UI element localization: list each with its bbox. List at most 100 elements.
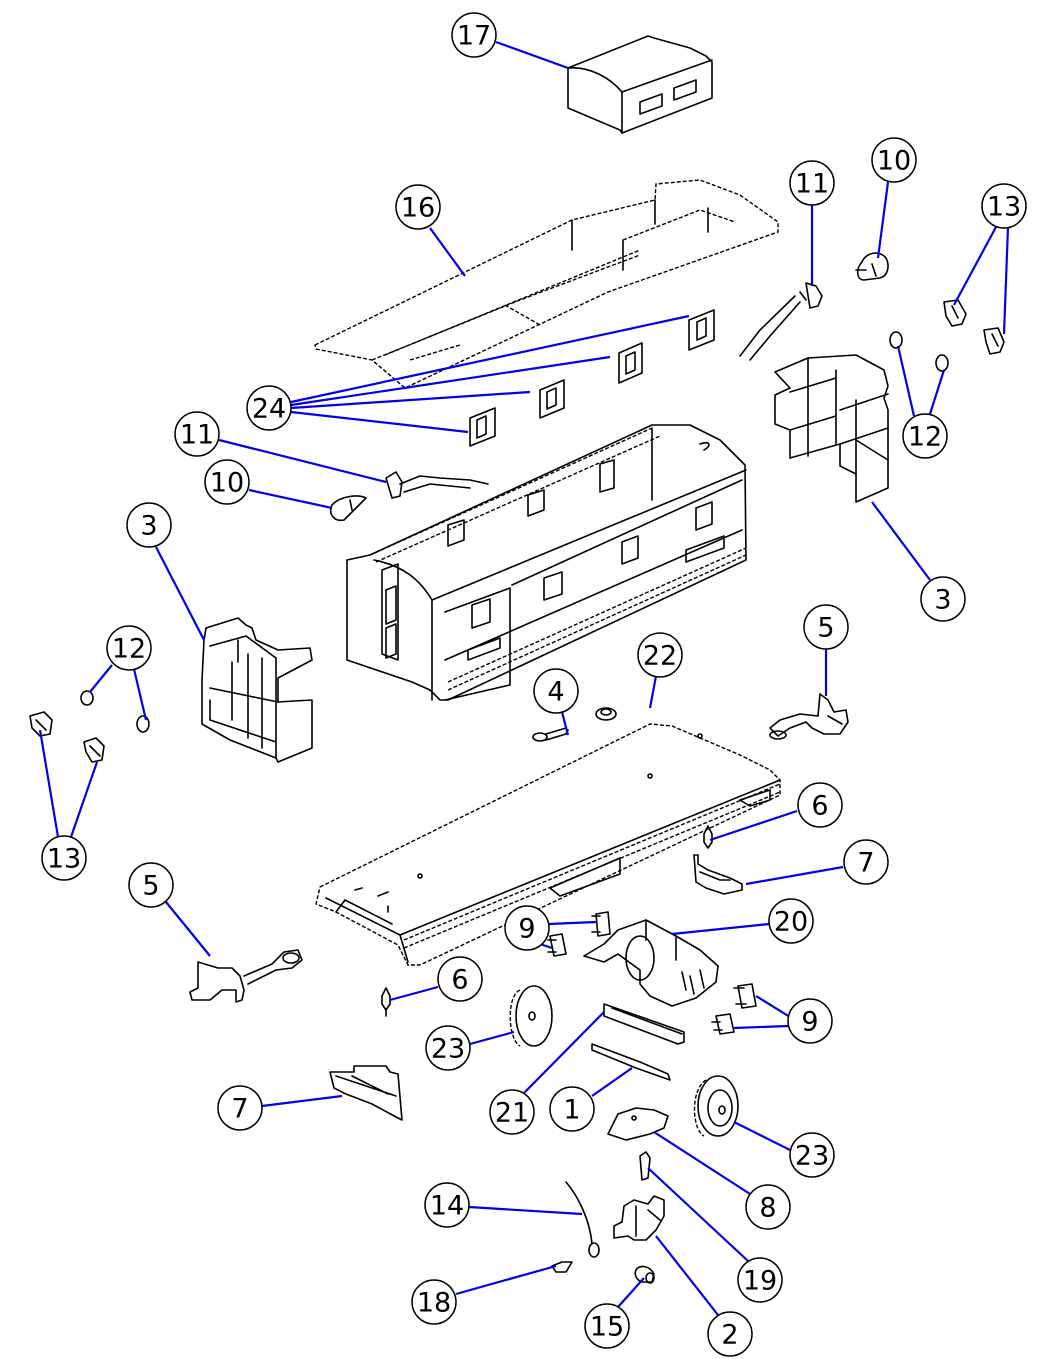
part-cab-roof-hatch <box>567 35 713 134</box>
part-lens-right <box>889 331 949 372</box>
callout-light-bracket-left[interactable]: 3 <box>126 502 172 548</box>
callout-number: 19 <box>743 1266 777 1297</box>
callout-number: 3 <box>140 511 157 542</box>
callout-roof-shell[interactable]: 16 <box>395 184 441 230</box>
callout-number: 10 <box>877 146 911 177</box>
callout-marker-lens-right[interactable]: 13 <box>981 183 1027 229</box>
callout-circle <box>533 668 579 714</box>
leader-lines <box>38 40 1010 1316</box>
callout-headlight-wire-left[interactable]: 11 <box>174 411 220 457</box>
callout-number: 23 <box>431 1034 465 1065</box>
callout-number: 3 <box>934 585 951 616</box>
part-lens-left <box>80 690 150 733</box>
callout-circle <box>803 604 849 650</box>
callout-wheel-left[interactable]: 23 <box>425 1025 471 1071</box>
leader-line-9 <box>755 995 791 1018</box>
callout-headlight-wire-right[interactable]: 11 <box>789 160 835 206</box>
callout-circle <box>981 183 1027 229</box>
callout-circle <box>584 1303 630 1349</box>
callout-lamp-bulb-left[interactable]: 10 <box>204 459 250 505</box>
leader-line-3 <box>871 501 931 581</box>
callout-brush-holder-right[interactable]: 9 <box>787 998 833 1044</box>
callout-number: 9 <box>518 914 535 945</box>
leader-line-7 <box>745 865 844 886</box>
callout-number: 10 <box>210 468 244 499</box>
part-shaft-bar <box>603 1003 685 1045</box>
part-wire-lead <box>565 1181 600 1258</box>
part-contact-plate <box>607 1107 669 1141</box>
callout-number: 24 <box>252 394 286 425</box>
callout-coupler-left[interactable]: 5 <box>128 862 174 908</box>
callout-circle <box>425 1025 471 1071</box>
callout-screw-small[interactable]: 19 <box>737 1257 783 1303</box>
callout-circle <box>549 1086 595 1132</box>
callout-pilot-left[interactable]: 7 <box>217 1085 263 1131</box>
callout-contact-plate[interactable]: 8 <box>745 1184 791 1230</box>
callout-shaft-bar[interactable]: 21 <box>489 1089 535 1135</box>
callout-pickup-assembly[interactable]: 2 <box>707 1311 753 1357</box>
callout-coupler-pin-right[interactable]: 6 <box>797 782 843 828</box>
leader-line-12 <box>896 345 916 417</box>
callout-circle <box>246 385 292 431</box>
part-coupler-pin-right <box>703 825 713 849</box>
leader-line-17 <box>495 40 569 70</box>
callout-wheel-right[interactable]: 23 <box>789 1132 835 1178</box>
callout-wire-lead[interactable]: 14 <box>424 1182 470 1228</box>
callout-axle[interactable]: 1 <box>549 1086 595 1132</box>
callout-circle <box>128 862 174 908</box>
callout-number: 5 <box>817 613 834 644</box>
callout-number: 12 <box>908 422 942 453</box>
leader-line-20 <box>671 922 770 936</box>
callout-number: 2 <box>721 1320 738 1351</box>
callout-brush-holder-top[interactable]: 9 <box>504 905 550 951</box>
callout-circle <box>871 137 917 183</box>
callout-marker-lens-left[interactable]: 13 <box>41 835 87 881</box>
part-screw <box>532 727 569 742</box>
leader-line-24 <box>290 314 690 404</box>
callout-lens-left[interactable]: 12 <box>106 625 152 671</box>
leader-line-15 <box>617 1277 645 1308</box>
callout-circle <box>489 1089 535 1135</box>
callout-number: 7 <box>857 848 874 879</box>
part-pilot-left <box>329 1065 403 1121</box>
callout-circle <box>707 1311 753 1357</box>
leader-line-24 <box>290 390 531 410</box>
callout-cab-roof-hatch[interactable]: 17 <box>451 12 497 58</box>
callout-coupler-right[interactable]: 5 <box>803 604 849 650</box>
callout-screw[interactable]: 4 <box>533 668 579 714</box>
part-body-shell <box>346 424 747 701</box>
part-brush-holder-top <box>547 911 611 957</box>
leader-line-9 <box>733 1024 789 1030</box>
callout-lamp-bulb-right[interactable]: 10 <box>871 137 917 183</box>
leader-line-23 <box>733 1121 791 1151</box>
leader-line-14 <box>468 1205 583 1216</box>
callout-circle <box>174 411 220 457</box>
leader-line-13 <box>1002 226 1010 335</box>
leader-line-6 <box>709 809 798 842</box>
callout-circle <box>843 839 889 885</box>
callout-light-bracket-right[interactable]: 3 <box>920 576 966 622</box>
callout-motor-frame[interactable]: 20 <box>768 898 814 944</box>
callout-circle <box>504 905 550 951</box>
callout-contact-spring[interactable]: 18 <box>411 1279 457 1325</box>
callout-coupler-pin-left[interactable]: 6 <box>437 956 483 1002</box>
part-marker-lens-right <box>943 299 1005 355</box>
leader-line-1 <box>591 1067 633 1097</box>
callout-circle <box>902 413 948 459</box>
leader-line-12 <box>89 664 113 693</box>
part-motor-frame <box>583 919 719 1007</box>
leader-line-12 <box>928 369 946 415</box>
callout-number: 4 <box>547 677 564 708</box>
leader-line-3 <box>155 546 205 641</box>
callout-roller[interactable]: 15 <box>584 1303 630 1349</box>
callout-pilot-right[interactable]: 7 <box>843 839 889 885</box>
callout-lens-right[interactable]: 12 <box>902 413 948 459</box>
callout-circle <box>797 782 843 828</box>
callout-circle <box>424 1182 470 1228</box>
callout-number: 13 <box>47 844 81 875</box>
callout-window-inserts[interactable]: 24 <box>246 385 292 431</box>
callout-nut[interactable]: 22 <box>637 632 683 678</box>
part-marker-lens-left <box>29 711 105 763</box>
leader-line-12 <box>132 668 148 721</box>
